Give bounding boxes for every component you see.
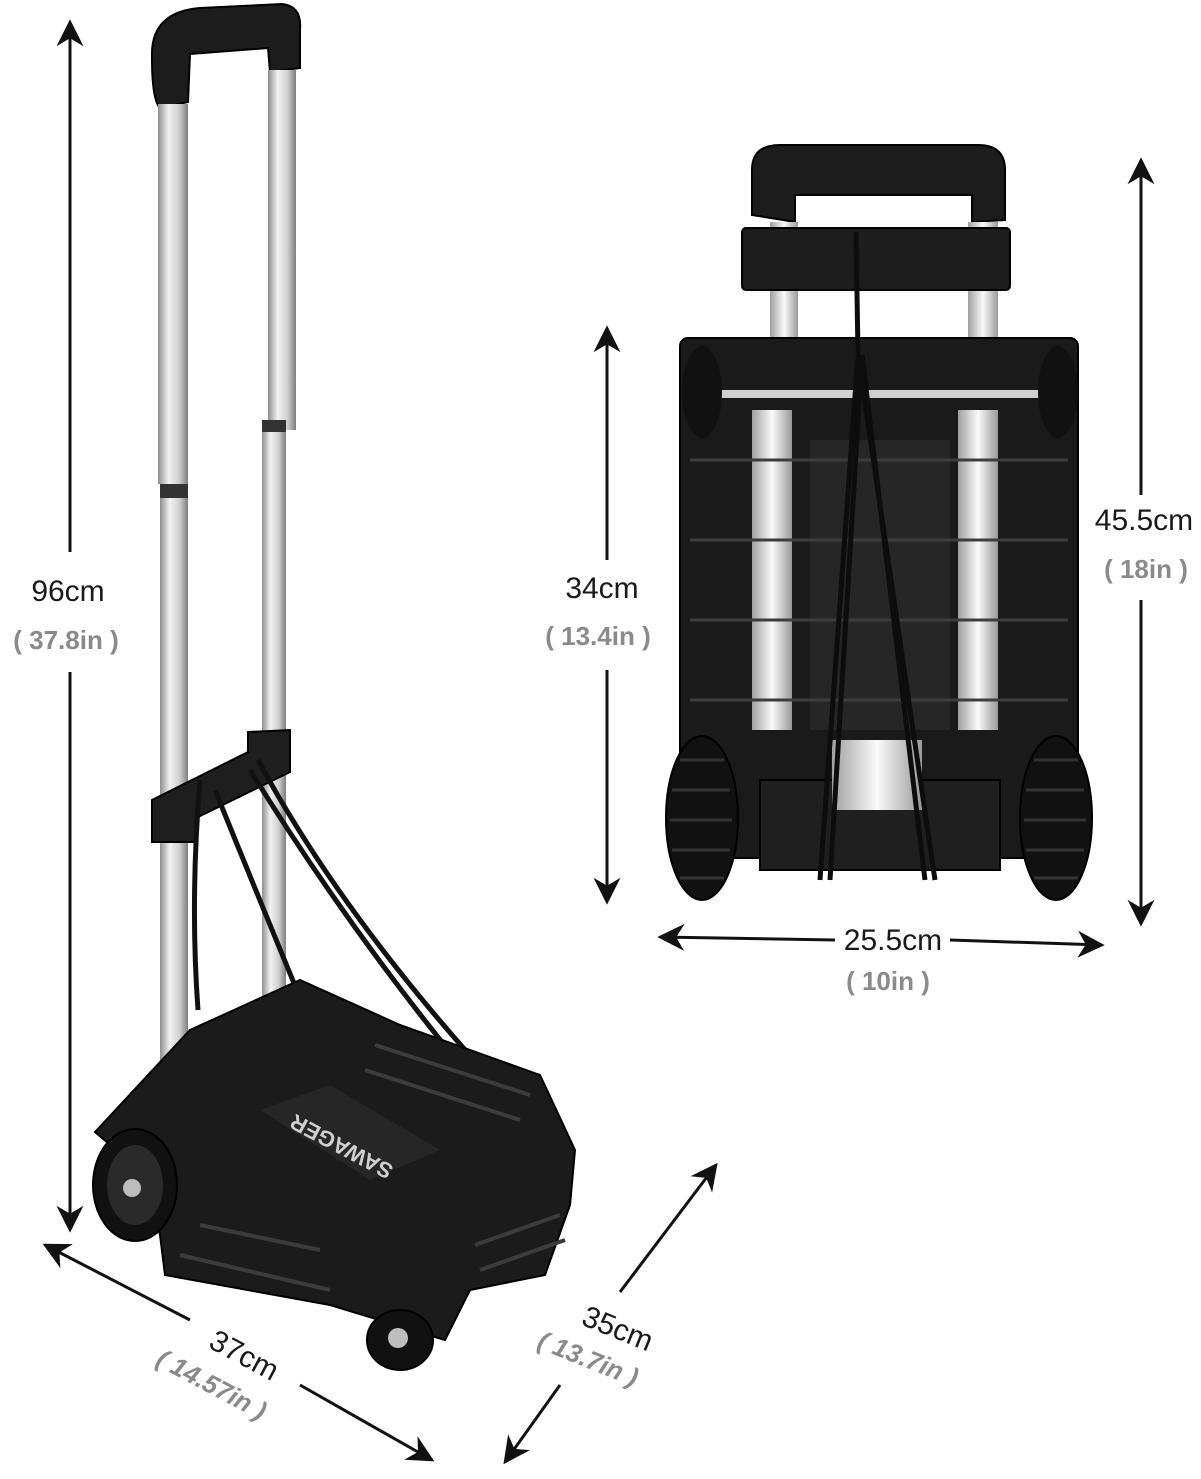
- label-folded-width: 25.5cm ( 10in ): [844, 924, 942, 996]
- open-width-arrow-top: [618, 1162, 718, 1293]
- open-length-arrow-left: [42, 1243, 191, 1322]
- open-length-arrow-right: [299, 1383, 435, 1462]
- folded-body-imperial: ( 13.4in ): [545, 621, 650, 651]
- label-folded-height: 45.5cm ( 18in ): [1095, 504, 1193, 584]
- label-open-height: 96cm ( 37.8in ): [13, 575, 118, 655]
- handle-grip: [150, 2, 302, 110]
- cross-bracket: [151, 728, 291, 843]
- right-pole-upper: [268, 70, 296, 430]
- folded-width-arrow-left: [657, 923, 836, 951]
- folded-width-arrow-right: [949, 930, 1105, 958]
- folded-handle: [751, 144, 1006, 224]
- open-height-metric: 96cm: [31, 575, 104, 608]
- open-height-imperial: ( 37.8in ): [13, 625, 118, 655]
- front-wheel: [366, 1309, 434, 1371]
- folded-bottom-wheel-right: [1019, 735, 1093, 901]
- label-folded-body: 34cm ( 13.4in ): [545, 572, 650, 651]
- folded-width-imperial: ( 10in ): [846, 966, 930, 996]
- folded-top-wheel-left: [682, 346, 722, 438]
- folded-trolley-illustration: [665, 144, 1093, 901]
- folded-bungee-cords: [817, 231, 938, 881]
- folded-top-wheel-right: [1038, 346, 1078, 438]
- open-width-arrow-bottom: [503, 1384, 562, 1465]
- folded-bracket: [741, 227, 1011, 291]
- brand-plate: [260, 1085, 440, 1180]
- label-open-length: 37cm ( 14.57in ): [152, 1324, 284, 1426]
- folded-width-metric: 25.5cm: [844, 924, 942, 957]
- folded-height-metric: 45.5cm: [1095, 504, 1193, 537]
- folded-bottom-wheel-left: [665, 735, 739, 901]
- open-trolley-illustration: SAWAGER: [92, 2, 577, 1371]
- folded-height-imperial: ( 18in ): [1104, 554, 1188, 584]
- folded-body-metric: 34cm: [565, 572, 638, 605]
- left-pole-upper: [158, 104, 188, 484]
- label-open-width: 35cm ( 13.7in ): [534, 1300, 658, 1392]
- rear-wheel: [92, 1128, 178, 1242]
